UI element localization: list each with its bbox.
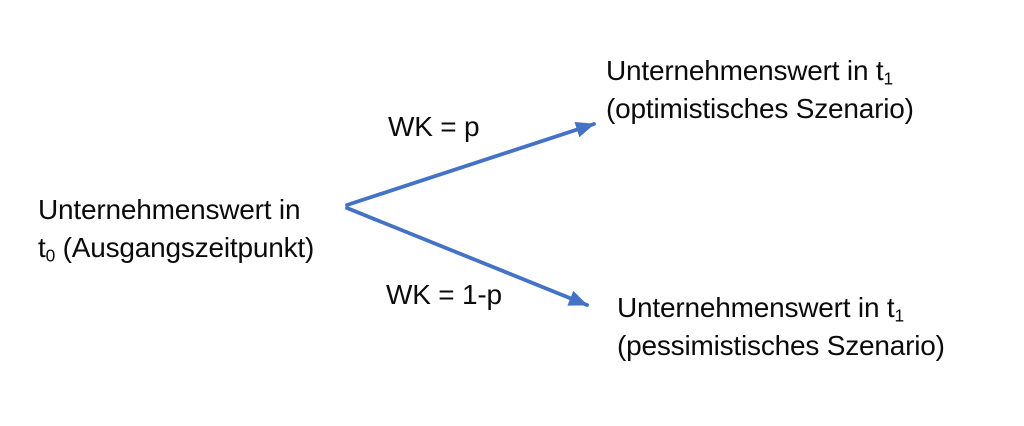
outcome-optimistic-line1: Unternehmenswert in t1: [606, 55, 893, 89]
root-node-line2: t0 (Ausgangszeitpunkt): [38, 232, 315, 266]
root-node-line1: Unternehmenswert in: [38, 194, 301, 225]
outcome-node-pessimistic: Unternehmenswert in t1 (pessimistisches …: [617, 289, 945, 365]
outcome-optimistic-line2: (optimistisches Szenario): [606, 93, 914, 124]
root-node-label: Unternehmenswert in t0 (Ausgangszeitpunk…: [38, 191, 314, 267]
branch-down-arrow: [345, 206, 589, 307]
probability-label-up: WK = p: [388, 111, 480, 142]
branch-up-arrow: [345, 122, 596, 207]
probability-label-down: WK = 1-p: [386, 279, 502, 310]
outcome-node-optimistic: Unternehmenswert in t1 (optimistisches S…: [606, 52, 914, 128]
outcome-pessimistic-line2: (pessimistisches Szenario): [617, 330, 945, 361]
outcome-pessimistic-line1: Unternehmenswert in t1: [617, 292, 904, 326]
